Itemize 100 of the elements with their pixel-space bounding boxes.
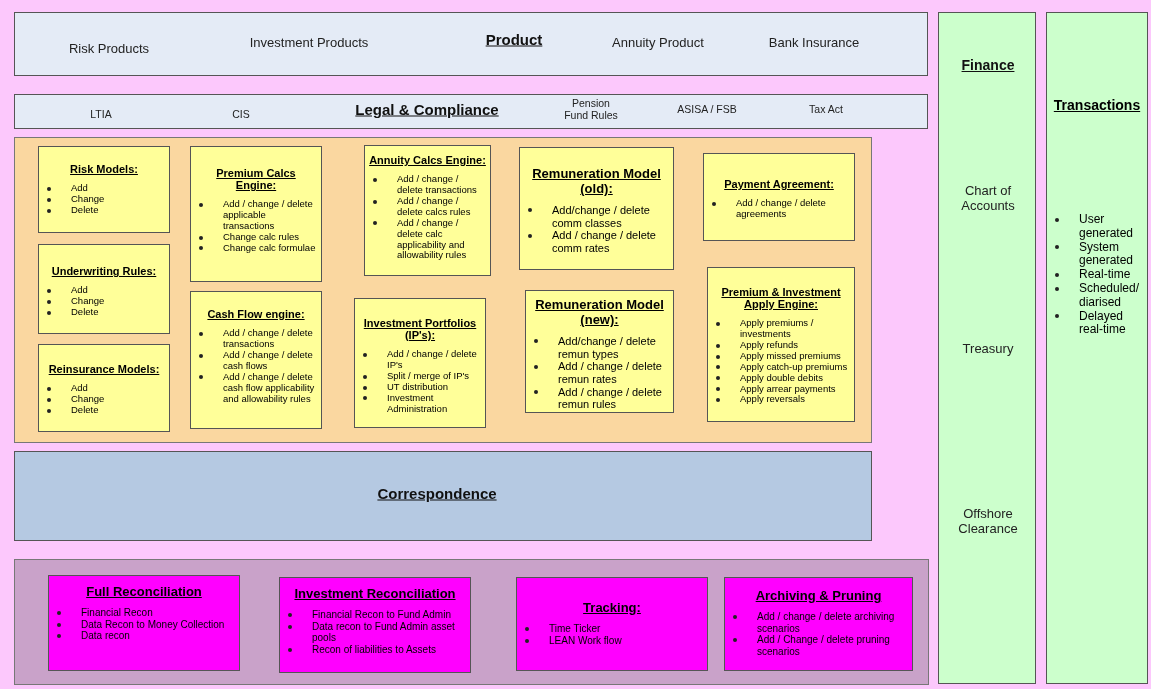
module-box <box>38 344 170 432</box>
section-heading: Correspondence <box>377 484 497 502</box>
bullet-item: Add / change / delete cash flow applicability and allowability rules <box>223 371 316 405</box>
module-box <box>519 147 674 270</box>
section-heading: Finance <box>961 57 1015 73</box>
bullet-item: Apply arrear payments <box>740 383 836 395</box>
bullet-item: Apply reversals <box>740 394 805 406</box>
bullet-item: Data Recon to Money Collection <box>81 618 225 630</box>
bullet-item: Data recon to Fund Admin asset pools <box>312 620 456 644</box>
box-heading: Reinsurance Models: <box>48 363 160 375</box>
module-box <box>707 267 855 422</box>
bullet-item: Real-time <box>1079 268 1131 282</box>
bullet-item: Add <box>71 285 88 296</box>
engines-panel <box>14 137 872 443</box>
bullet-item: Change <box>71 393 105 405</box>
bullet-item: User generated <box>1079 213 1135 241</box>
box-heading: Premium Calcs Engine: <box>215 167 297 191</box>
item-label: Offshore Clearance <box>957 506 1019 536</box>
module-box <box>703 153 855 241</box>
box-heading: Risk Models: <box>70 163 138 175</box>
bullet-item: Delete <box>71 306 99 318</box>
item-label: Annuity Product <box>612 34 704 50</box>
bullet-item: Add / change / delete cash flows <box>223 349 314 372</box>
item-label: Investment Products <box>249 34 369 50</box>
bullet-item: Add / change / delete comm rates <box>552 229 657 255</box>
module-box <box>364 145 491 276</box>
box-heading: Underwriting Rules: <box>51 265 157 277</box>
bullet-item: Add / change / delete remun rates <box>558 360 663 386</box>
bullet-item: Data recon <box>81 630 130 642</box>
transactions-column <box>1046 12 1148 684</box>
item-label: Risk Products <box>68 40 150 56</box>
product-band <box>14 12 928 76</box>
bullet-item: Split / merge of IP's <box>387 370 470 382</box>
item-label: Pension Fund Rules <box>563 97 619 121</box>
bullet-item: Apply premiums / investments <box>740 318 815 340</box>
box-heading: Transactions <box>1053 97 1141 113</box>
module-box <box>190 291 322 429</box>
module-box <box>38 244 170 334</box>
box-heading: Investment Portfolios (IP's): <box>362 317 478 341</box>
bullet-item: Add <box>71 383 88 394</box>
bullet-item: Financial Recon to Fund Admin <box>312 609 451 621</box>
bullet-item: Add / change / delete transactions <box>223 328 314 350</box>
bullet-item: Recon of liabilities to Assets <box>312 643 436 655</box>
bullet-item: Apply catch-up premiums <box>740 361 848 373</box>
bullet-item: Add <box>71 183 88 194</box>
box-heading: Annuity Calcs Engine: <box>369 154 486 166</box>
bullet-item: Change <box>71 193 105 205</box>
bullet-item: Add / change / delete calcs rules <box>397 195 472 218</box>
box-heading: Payment Agreement: <box>724 178 834 190</box>
module-box <box>190 146 322 282</box>
bullet-item: System generated <box>1079 240 1135 269</box>
module-box <box>516 577 708 671</box>
box-heading: Remuneration Model (old): <box>531 166 662 196</box>
section-heading: Product <box>485 30 543 48</box>
module-box <box>525 290 674 413</box>
bullet-item: Investment Administration <box>387 392 449 415</box>
box-heading: Cash Flow engine: <box>207 308 305 320</box>
box-heading: Full Reconciliation <box>86 584 202 599</box>
bullet-item: Scheduled/ diarised <box>1079 282 1141 310</box>
item-label: Tax Act <box>809 103 843 115</box>
module-box <box>724 577 913 671</box>
module-box <box>279 577 471 673</box>
correspondence-band <box>14 451 872 541</box>
bullet-item: Apply double debits <box>740 372 823 384</box>
item-label: Bank Insurance <box>768 34 860 50</box>
bullet-item: Apply refunds <box>740 339 799 351</box>
bullet-item: Change calc formulae <box>223 242 316 254</box>
module-box <box>354 298 486 428</box>
bullet-item: Add / change / delete applicable transactions <box>223 199 314 232</box>
bullet-item: Delete <box>71 204 99 216</box>
bullet-item: Change <box>71 295 105 307</box>
bullet-item: UT distribution <box>387 381 449 393</box>
section-heading: Legal & Compliance <box>355 100 499 118</box>
bullet-item: Add / Change / delete pruning scenarios <box>757 634 891 657</box>
bullet-item: Change calc rules <box>223 231 300 243</box>
box-heading: Premium & Investment Apply Engine: <box>720 286 842 310</box>
box-heading: Tracking: <box>583 600 641 615</box>
compliance-band <box>14 94 928 129</box>
box-heading: Investment Reconciliation <box>294 586 456 601</box>
bullet-item: Add/change / delete comm classes <box>552 204 651 230</box>
bullet-item: Add / change / delete transactions <box>397 174 478 196</box>
finance-column <box>938 12 1036 684</box>
module-box <box>38 146 170 233</box>
bullet-item: Delayed real-time <box>1079 309 1127 338</box>
bullet-item: Add / change / delete agreements <box>736 198 827 220</box>
bullet-item: Add / change / delete archiving scenarios <box>757 611 896 634</box>
bullet-item: Add/change / delete remun types <box>558 335 657 361</box>
bullet-item: LEAN Work flow <box>549 634 622 646</box>
item-label: ASISA / FSB <box>677 103 737 115</box>
operations-panel <box>14 559 929 685</box>
bullet-item: Financial Recon <box>81 607 153 619</box>
bullet-item: Time Ticker <box>549 623 601 635</box>
module-box <box>48 575 240 671</box>
box-heading: Remuneration Model (new): <box>534 297 665 327</box>
item-label: Chart of Accounts <box>960 183 1016 213</box>
bullet-item: Apply missed premiums <box>740 350 841 362</box>
item-label: Treasury <box>962 340 1014 356</box>
item-label: LTIA <box>90 108 112 120</box>
bullet-item: Add / change / delete remun rules <box>558 385 663 411</box>
bullet-item: Add / change / delete IP's <box>387 349 478 371</box>
